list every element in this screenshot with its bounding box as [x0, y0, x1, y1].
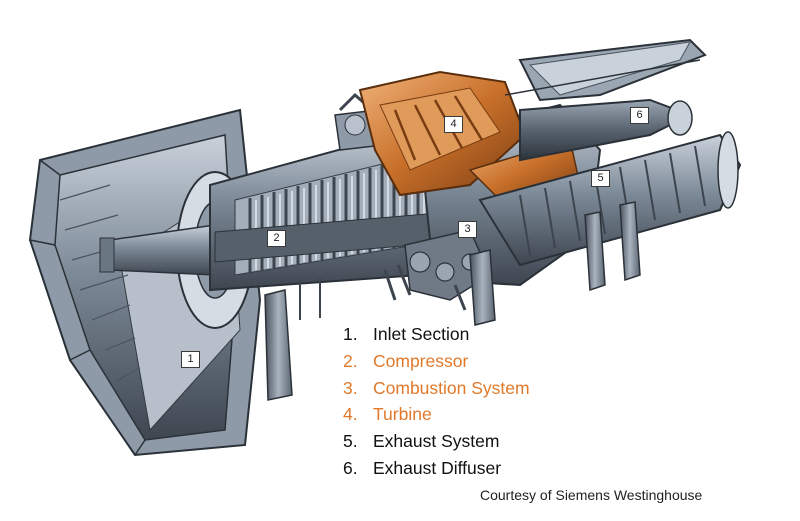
callout-4: 4 — [444, 116, 463, 133]
legend-label: Turbine — [373, 404, 432, 425]
legend-item-inlet-section: 1. Inlet Section — [343, 321, 530, 348]
legend-number: 5. — [343, 431, 358, 452]
legend-label: Inlet Section — [373, 324, 470, 344]
component-legend: 1. Inlet Section 2. Compressor 3. Combustio… — [343, 321, 530, 482]
legend-number: 4. — [343, 404, 358, 425]
callout-3: 3 — [458, 221, 477, 238]
legend-label: Compressor — [373, 350, 469, 371]
legend-number: 3. — [343, 377, 358, 398]
callout-5: 5 — [591, 170, 610, 187]
exhaust-diffuser — [504, 38, 707, 162]
legend-label: Exhaust Diffuser — [373, 457, 502, 478]
legend-item-exhaust-system: 5. Exhaust System — [343, 428, 530, 455]
legend-label: Exhaust System — [373, 431, 500, 452]
image-credit: Courtesy of Siemens Westinghouse — [480, 487, 703, 503]
callout-6: 6 — [630, 107, 649, 124]
legend-item-compressor: 2. Compressor — [343, 348, 530, 375]
legend-number: 6. — [343, 457, 358, 478]
callout-2: 2 — [267, 230, 286, 247]
legend-item-exhaust-diffuser: 6. Exhaust Diffuser — [343, 455, 530, 482]
legend-number: 1. — [343, 324, 358, 344]
exhaust-system — [478, 131, 742, 267]
callout-1: 1 — [181, 351, 200, 368]
legend-item-combustion-system: 3. Combustion System — [343, 375, 530, 402]
legend-number: 2. — [343, 350, 358, 371]
legend-label: Combustion System — [373, 377, 530, 398]
legend-item-turbine: 4. Turbine — [343, 401, 530, 428]
support-stands — [264, 201, 641, 401]
